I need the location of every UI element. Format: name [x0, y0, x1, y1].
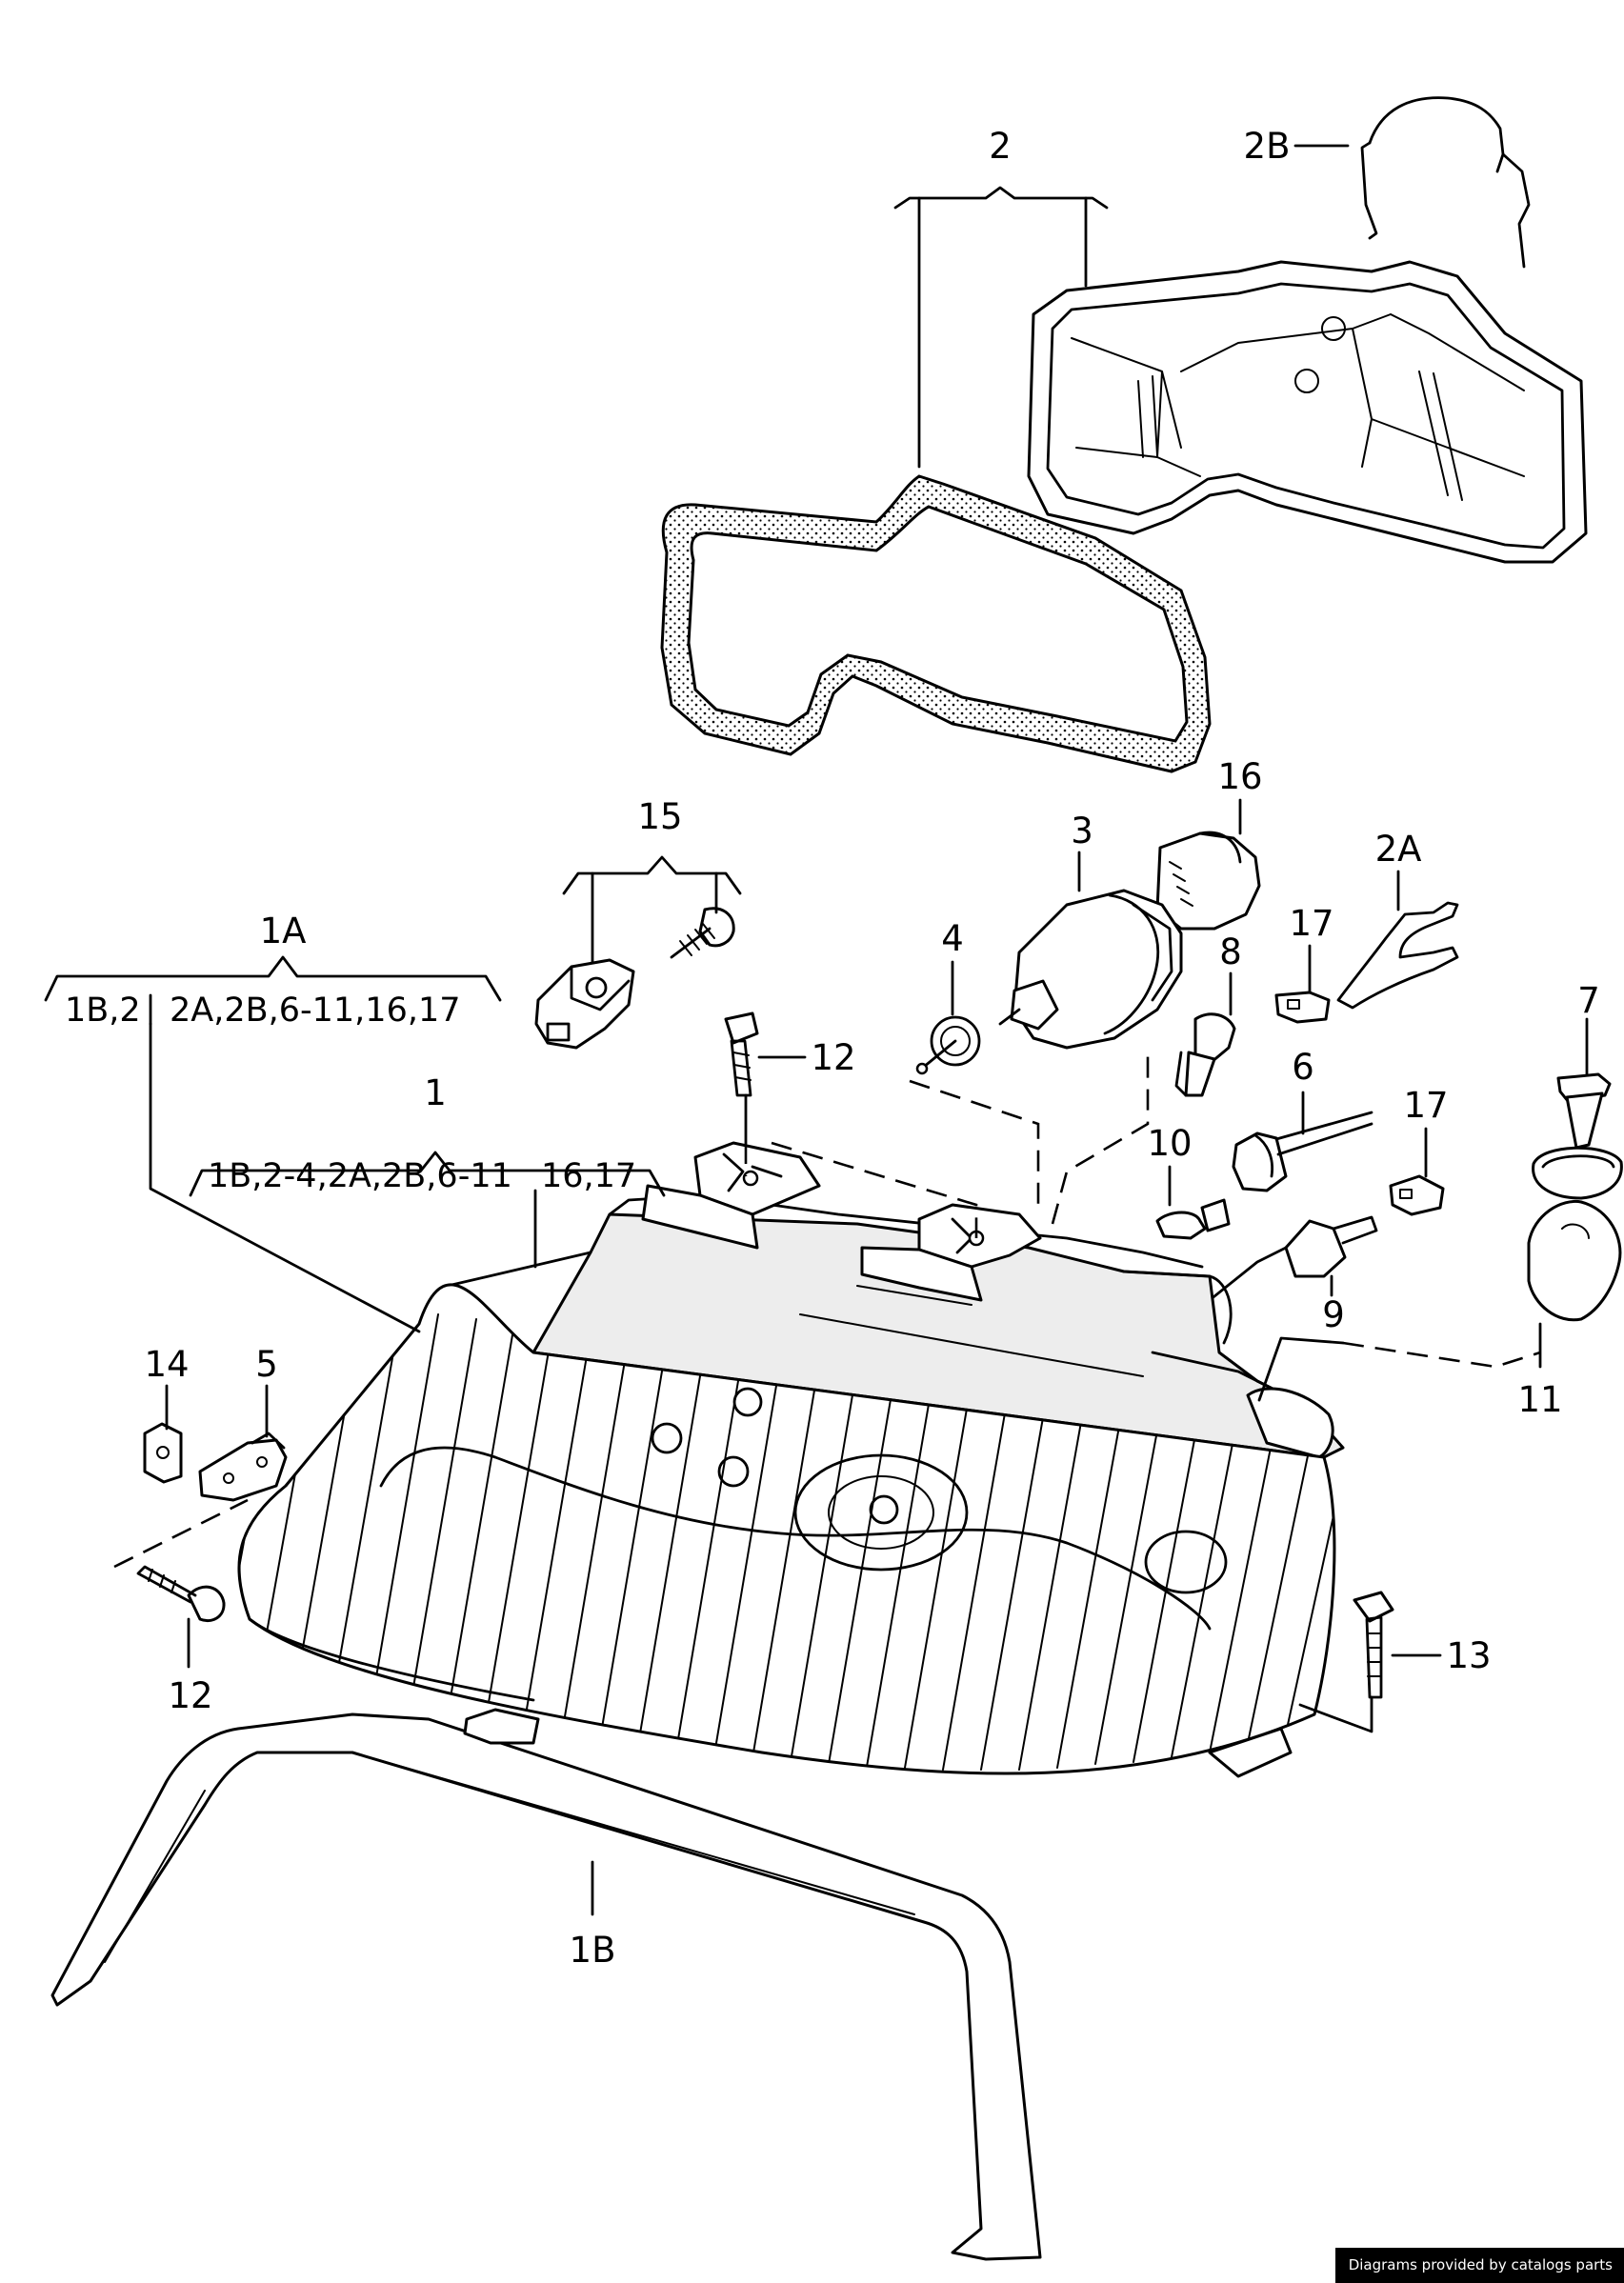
- label-12-lower: 12: [168, 1675, 212, 1716]
- label-6: 6: [1292, 1047, 1314, 1088]
- part-14-clip: [143, 1422, 183, 1484]
- part-17-lower: [1389, 1174, 1445, 1216]
- part-12-lower-screw: [136, 1565, 226, 1623]
- label-17-lower: 17: [1403, 1085, 1448, 1126]
- group-1A-right: 2A,2B,6-11,16,17: [170, 991, 461, 1030]
- part-1-headlight-housing: [422, 1141, 1345, 1459]
- part-5-bracket: [198, 1432, 288, 1502]
- part-3-motor: [998, 889, 1183, 1050]
- part-15-clip: [534, 958, 635, 1050]
- label-1B: 1B: [570, 1930, 616, 1971]
- part-12-upper-screw: [724, 1011, 759, 1097]
- label-10: 10: [1147, 1123, 1192, 1164]
- part-8-bulb: [1174, 1012, 1236, 1097]
- part-2-gasket: [660, 474, 1212, 773]
- credit-badge: Diagrams provided by catalogs parts: [1334, 2248, 1624, 2283]
- label-13: 13: [1446, 1635, 1491, 1676]
- part-17-upper: [1274, 991, 1331, 1024]
- group-1-right: 16,17: [541, 1157, 636, 1195]
- label-7: 7: [1577, 980, 1600, 1021]
- part-16-connector: [1155, 831, 1261, 931]
- label-15: 15: [637, 796, 682, 837]
- label-17-upper: 17: [1289, 903, 1333, 944]
- part-13-screw: [1353, 1591, 1394, 1699]
- part-7-11-lamp: [1527, 1072, 1623, 1322]
- group-1-left: 1B,2-4,2A,2B,6-11: [208, 1157, 512, 1195]
- label-14: 14: [144, 1344, 189, 1385]
- part-2B-clip: [1360, 96, 1531, 269]
- label-12-upper: 12: [811, 1037, 855, 1078]
- label-3: 3: [1071, 811, 1093, 851]
- part-10-bulb: [1155, 1198, 1231, 1240]
- label-11: 11: [1517, 1379, 1562, 1420]
- part-2-cover: [1027, 260, 1588, 564]
- label-4: 4: [941, 918, 964, 959]
- part-1-headlight-lens: [237, 1283, 1336, 1778]
- leader-lines: [44, 144, 1589, 1916]
- label-16: 16: [1217, 756, 1262, 797]
- label-2B: 2B: [1244, 126, 1291, 167]
- part-6-holder: [1232, 1111, 1373, 1192]
- dashed-assembly-lines: [113, 1048, 1541, 1569]
- part-1B-trim: [50, 1708, 1042, 2261]
- label-1: 1: [424, 1072, 447, 1113]
- label-8: 8: [1219, 931, 1242, 972]
- part-4-ring: [915, 1015, 981, 1075]
- label-1A: 1A: [260, 911, 307, 951]
- part-2A-spring: [1336, 901, 1459, 1010]
- label-2A: 2A: [1375, 829, 1422, 870]
- part-15-screw: [670, 907, 735, 959]
- label-5: 5: [255, 1344, 278, 1385]
- label-9: 9: [1322, 1294, 1345, 1335]
- group-1A-left: 1B,2: [65, 991, 141, 1030]
- part-9-bulb: [1208, 1215, 1378, 1302]
- label-2: 2: [989, 126, 1012, 167]
